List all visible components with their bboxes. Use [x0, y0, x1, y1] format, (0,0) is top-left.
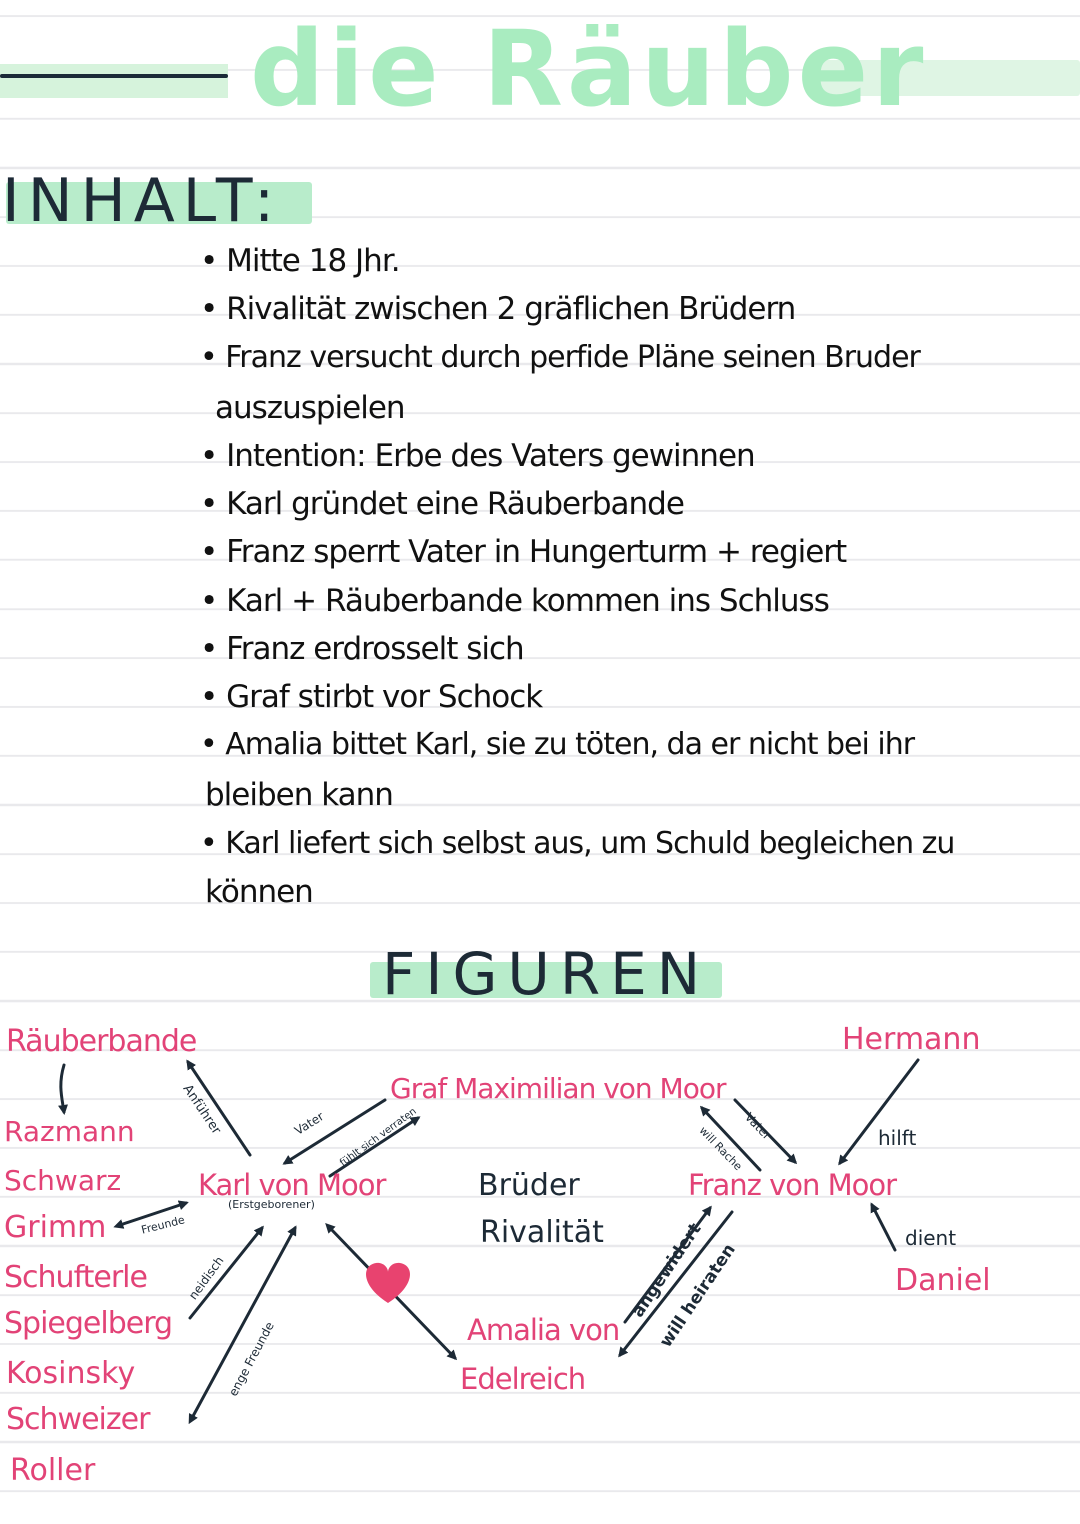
bullet-11: • Karl liefert sich selbst aus, um Schul… [200, 826, 955, 861]
member-schweizer: Schweizer [6, 1402, 150, 1437]
arrow-franz-graf [699, 1105, 762, 1172]
arrow-hermann-franz [838, 1058, 920, 1166]
member-schwarz: Schwarz [4, 1164, 122, 1197]
bullet-9: • Graf stirbt vor Schock [200, 679, 543, 715]
amalia-line2: Edelreich [460, 1362, 586, 1396]
karl-von-moor: Karl von Moor [198, 1168, 386, 1202]
arrow-bande-razmann [58, 1063, 68, 1115]
brueder-label: Brüder [478, 1168, 580, 1203]
heart-icon [366, 1262, 410, 1303]
bullet-2: • Rivalität zwischen 2 gräflichen Brüder… [200, 291, 796, 327]
bullet-10: • Amalia bittet Karl, sie zu töten, da e… [200, 727, 915, 762]
daniel: Daniel [895, 1263, 991, 1298]
header-rule-left [0, 74, 228, 78]
bullet-10-cont: bleiben kann [205, 777, 394, 813]
bullet-1: • Mitte 18 Jhr. [200, 243, 401, 279]
hermann: Hermann [842, 1022, 981, 1057]
karl-note: (Erstgeborener) [228, 1198, 315, 1211]
figuren-heading-highlight [370, 962, 722, 998]
member-spiegelberg: Spiegelberg [4, 1306, 173, 1341]
arrow-grimm-karl [113, 1200, 189, 1229]
member-schufterle: Schufterle [4, 1260, 148, 1295]
arrow-karl-bande [186, 1059, 252, 1157]
member-kosinsky: Kosinsky [6, 1356, 136, 1391]
arrow-graf-franz [733, 1098, 798, 1165]
bullet-5: • Karl gründet eine Räuberbande [200, 486, 685, 522]
bullet-7: • Karl + Räuberbande kommen ins Schluss [200, 583, 830, 619]
arrow-graf-karl [282, 1098, 387, 1165]
label-hilft: hilft [878, 1126, 917, 1150]
graf-maximilian: Graf Maximilian von Moor [390, 1072, 726, 1105]
header-highlight-left [0, 64, 228, 98]
bullet-3: • Franz versucht durch perfide Pläne sei… [200, 340, 921, 375]
header-highlight-right [815, 60, 1080, 96]
arrow-enge-freunde [188, 1225, 297, 1425]
arrow-franz-amalia [618, 1210, 734, 1358]
inhalt-heading-highlight [6, 182, 312, 224]
inhalt-heading: INHALT: [2, 166, 283, 236]
member-grimm: Grimm [4, 1210, 107, 1245]
franz-von-moor: Franz von Moor [688, 1168, 897, 1202]
bullet-8: • Franz erdrosselt sich [200, 631, 525, 667]
amalia-line1: Amalia von [467, 1313, 620, 1347]
member-razmann: Razmann [4, 1115, 135, 1148]
arrow-karl-graf [328, 1116, 421, 1178]
label-dient: dient [905, 1226, 957, 1250]
bullet-4: • Intention: Erbe des Vaters gewinnen [200, 438, 756, 474]
arrow-amalia-franz [623, 1205, 712, 1324]
member-roller: Roller [10, 1453, 96, 1488]
raeuberbande: Räuberbande [6, 1024, 197, 1059]
bullet-6: • Franz sperrt Vater in Hungerturm + reg… [200, 534, 847, 570]
page-title: die Räuber [250, 8, 928, 130]
bullet-3-cont: auszuspielen [215, 390, 406, 426]
figuren-heading: FIGUREN [382, 940, 711, 1008]
bullet-11-cont: können [205, 874, 314, 910]
arrow-daniel-franz [870, 1202, 897, 1252]
rivalitaet-label: Rivalität [480, 1215, 604, 1250]
